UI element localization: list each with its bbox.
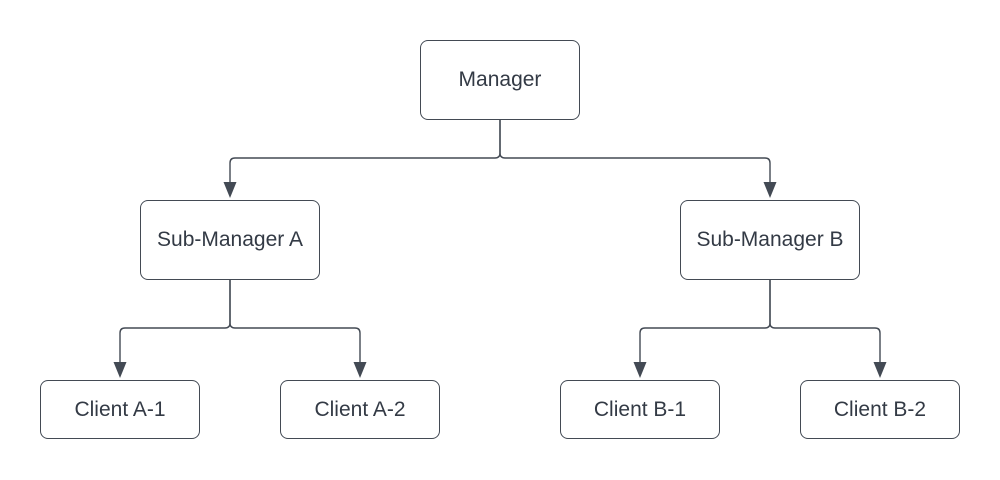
arrowhead-sub-manager-a (223, 182, 237, 198)
node-client-a2: Client A-2 (280, 380, 440, 439)
node-sub-manager-a-label: Sub-Manager A (157, 228, 303, 252)
node-client-a2-label: Client A-2 (314, 397, 406, 421)
node-client-a1: Client A-1 (40, 380, 200, 439)
connector-sub-manager-a-to-client-a2 (229, 279, 361, 363)
node-sub-manager-a: Sub-Manager A (140, 200, 320, 280)
node-client-b1: Client B-1 (560, 380, 720, 439)
arrowhead-client-b1 (633, 362, 647, 378)
node-client-a1-label: Client A-1 (74, 397, 166, 421)
node-client-b2: Client B-2 (800, 380, 960, 439)
connector-sub-manager-b-to-client-b2 (769, 279, 881, 363)
connector-sub-manager-a-to-client-a1 (119, 279, 231, 363)
arrowhead-client-a1 (113, 362, 127, 378)
arrowhead-sub-manager-b (763, 182, 777, 198)
arrowhead-client-a2 (353, 362, 367, 378)
connector-sub-manager-b-to-client-b1 (639, 279, 771, 363)
node-sub-manager-b: Sub-Manager B (680, 200, 860, 280)
node-sub-manager-b-label: Sub-Manager B (696, 228, 844, 252)
node-client-b2-label: Client B-2 (833, 397, 927, 421)
node-client-b1-label: Client B-1 (593, 397, 687, 421)
node-manager: Manager (420, 40, 580, 120)
node-manager-label: Manager (458, 68, 542, 92)
arrowhead-client-b2 (873, 362, 887, 378)
connector-manager-to-sub-manager-b (499, 119, 771, 183)
connector-manager-to-sub-manager-a (229, 119, 501, 183)
